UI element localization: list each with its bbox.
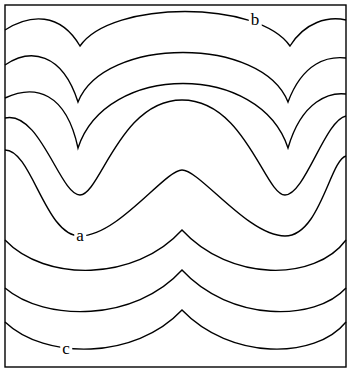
fold-line (5, 53, 346, 103)
fold-line (5, 310, 346, 349)
line-label: a (74, 227, 86, 244)
line-label: c (60, 340, 72, 357)
fold-line (5, 12, 346, 47)
fold-line (5, 84, 346, 149)
fold-line (5, 150, 346, 236)
fold-line (5, 100, 346, 195)
line-label: b (249, 11, 262, 28)
fold-line (5, 230, 346, 270)
fold-line (5, 270, 346, 312)
frame (5, 5, 346, 367)
